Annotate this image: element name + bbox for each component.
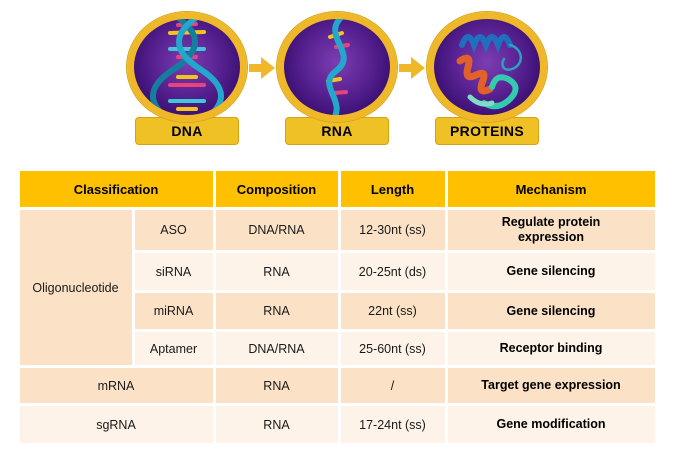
cell-composition-aso: DNA/RNA [215, 210, 338, 250]
arrow-dna-to-rna-icon [249, 57, 275, 79]
table-row-mirna: miRNA RNA 22nt (ss) Gene silencing [20, 293, 655, 329]
cell-mechanism-sirna: Gene silencing [447, 253, 655, 290]
cell-mechanism-aptamer: Receptor binding [447, 332, 655, 365]
table-row-sgrna: sgRNA RNA 17-24nt (ss) Gene modification [19, 406, 655, 443]
dna-circle [127, 12, 247, 122]
dna-helix-icon [150, 19, 224, 115]
cell-length-sgrna: 17-24nt (ss) [340, 406, 445, 443]
cell-composition-mrna: RNA [215, 368, 338, 403]
cell-length-sirna: 20-25nt (ds) [340, 253, 445, 290]
cell-composition-aptamer: DNA/RNA [215, 332, 338, 365]
cell-composition-mirna: RNA [215, 293, 338, 329]
cell-composition-sgrna: RNA [215, 406, 338, 443]
header-classification: Classification [19, 171, 213, 207]
cell-length-mirna: 22nt (ss) [340, 293, 445, 329]
header-mechanism: Mechanism [447, 171, 655, 207]
cell-type-mirna: miRNA [134, 293, 213, 329]
cell-length-aso: 12-30nt (ss) [340, 210, 445, 250]
cell-composition-sirna: RNA [215, 253, 338, 290]
cell-length-aptamer: 25-60nt (ss) [340, 332, 445, 365]
rna-circle [277, 12, 397, 122]
classification-table: Classification Composition Length Mechan… [17, 168, 658, 446]
rna-label: RNA [285, 117, 389, 145]
dna-node: DNA [125, 12, 249, 145]
cell-type-sirna: siRNA [134, 253, 213, 290]
cell-type-aptamer: Aptamer [134, 332, 213, 365]
header-composition: Composition [215, 171, 338, 207]
table-header-row: Classification Composition Length Mechan… [19, 171, 655, 207]
table-row-sirna: siRNA RNA 20-25nt (ds) Gene silencing [20, 253, 655, 290]
cell-type-mrna: mRNA [19, 368, 213, 403]
cell-length-mrna: / [340, 368, 445, 403]
cell-mechanism-mrna: Target gene expression [447, 368, 655, 403]
cell-mechanism-sgrna: Gene modification [447, 406, 655, 443]
table-row-mrna: mRNA RNA / Target gene expression [19, 368, 655, 403]
proteins-circle [427, 12, 547, 122]
cell-mechanism-mirna: Gene silencing [447, 293, 655, 329]
protein-ribbon-icon [456, 34, 522, 110]
cell-type-sgrna: sgRNA [19, 406, 213, 443]
cell-type-aso: ASO [134, 210, 213, 250]
arrow-rna-to-proteins-icon [399, 57, 425, 79]
table-row-aptamer: Aptamer DNA/RNA 25-60nt (ss) Receptor bi… [20, 332, 655, 365]
header-length: Length [340, 171, 445, 207]
central-dogma-flow: DNA RNA [0, 0, 674, 152]
table-row-aso: Oligonucleotide ASO DNA/RNA 12-30nt (ss)… [19, 210, 655, 365]
cell-mechanism-aso: Regulate protein expression [447, 210, 655, 250]
rna-node: RNA [275, 12, 399, 145]
cell-group-oligonucleotide: Oligonucleotide [19, 210, 132, 365]
proteins-node: PROTEINS [425, 12, 549, 145]
rna-strand-icon [326, 19, 350, 115]
